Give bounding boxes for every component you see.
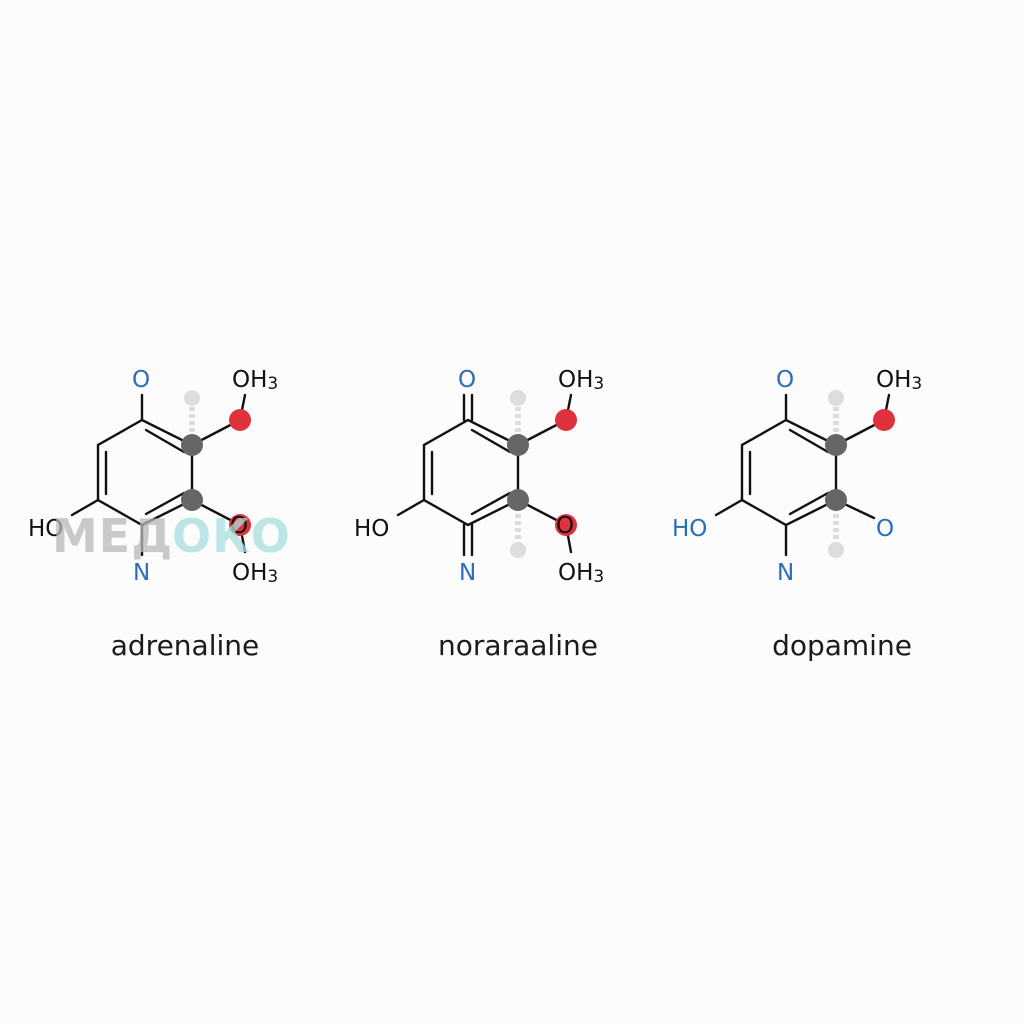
- benzene-ring: [422, 418, 520, 527]
- molecule-noraraaline: O OH3 HO N O OH3 noraraaline: [354, 367, 604, 662]
- bottom-right-label: O: [556, 513, 574, 539]
- carbon-atom: [181, 489, 203, 511]
- svg-text:МЕД: МЕД: [52, 509, 173, 563]
- left-label: HO: [672, 516, 707, 542]
- stereo-wedge-top: [510, 390, 526, 432]
- stereo-wedge-top: [184, 390, 200, 432]
- carbon-atom: [507, 489, 529, 511]
- oxygen-atom: [555, 409, 577, 431]
- bottom-label: N: [777, 560, 794, 586]
- oxygen-atom: [229, 409, 251, 431]
- molecule-adrenaline: O OH3 HO N O OH3 adrenaline: [28, 367, 278, 662]
- left-label: HO: [354, 516, 389, 542]
- top-right-label: OH3: [558, 367, 604, 394]
- bottom-right-extra: OH3: [558, 560, 604, 587]
- bottom-right-label: O: [230, 513, 248, 539]
- top-right-label: OH3: [876, 367, 922, 394]
- left-label: HO: [28, 516, 63, 542]
- bottom-label: N: [133, 560, 150, 586]
- benzene-ring: [740, 418, 838, 527]
- molecule-name: noraraaline: [438, 629, 598, 662]
- watermark-logo: МЕД ОКО: [52, 509, 291, 563]
- svg-text:ОКО: ОКО: [172, 509, 291, 563]
- carbon-atom: [181, 434, 203, 456]
- oxygen-atom: [873, 409, 895, 431]
- oxygen-atom: [229, 514, 251, 536]
- top-label: O: [132, 367, 150, 393]
- molecule-name: dopamine: [772, 629, 912, 662]
- carbon-atom: [825, 434, 847, 456]
- bottom-right-label: O: [876, 516, 894, 542]
- stereo-wedge-bottom: [828, 514, 844, 558]
- stereo-wedge-top: [828, 390, 844, 432]
- top-label: O: [458, 367, 476, 393]
- oxygen-atom: [555, 514, 577, 536]
- molecule-dopamine: O OH3 HO N O dopamine: [672, 367, 922, 662]
- carbon-atom: [825, 489, 847, 511]
- bottom-label: N: [459, 560, 476, 586]
- bottom-right-extra: OH3: [232, 560, 278, 587]
- stereo-wedge-bottom: [510, 514, 526, 558]
- carbon-atom: [507, 434, 529, 456]
- molecule-name: adrenaline: [111, 629, 260, 662]
- top-right-label: OH3: [232, 367, 278, 394]
- top-label: O: [776, 367, 794, 393]
